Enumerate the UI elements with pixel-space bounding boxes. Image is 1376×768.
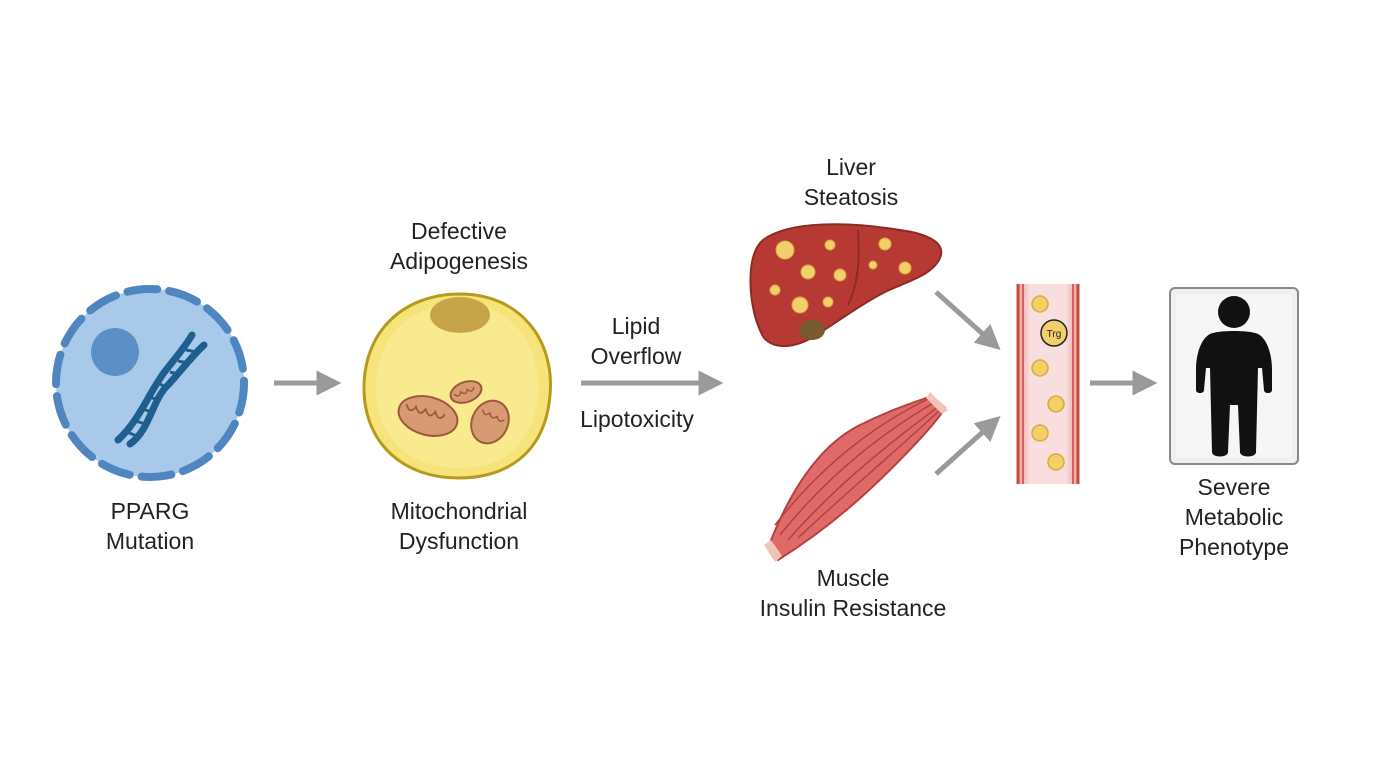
muscle-icon	[764, 392, 948, 562]
blood-vessel-icon: Trg	[1016, 284, 1080, 484]
triglyceride-badge	[1040, 319, 1068, 347]
muscle-insulin-resistance-label: Muscle Insulin Resistance	[759, 565, 947, 621]
severe-metabolic-phenotype-label: Severe Metabolic Phenotype	[1179, 474, 1289, 560]
arrow-liver-to-vessel	[934, 290, 1001, 351]
cell-nucleus-dna-icon	[52, 285, 248, 481]
arrow-muscle-to-vessel	[934, 415, 1001, 476]
lipotoxicity-label: Lipotoxicity	[580, 406, 694, 432]
mitochondria-icon	[397, 380, 510, 445]
mitochondrial-dysfunction-label: Mitochondrial Dysfunction	[390, 498, 528, 554]
pparg-mutation-label: PPARG Mutation	[105, 498, 195, 554]
person-icon	[1169, 287, 1299, 465]
adipocyte-icon	[362, 292, 552, 480]
liver-steatosis-label: Liver Steatosis	[803, 154, 899, 210]
lipid-overflow-label: Lipid Overflow	[590, 313, 682, 369]
liver-icon	[749, 223, 943, 347]
triglyceride-label: Trg	[1047, 329, 1062, 340]
defective-adipogenesis-label: Defective Adipogenesis	[389, 218, 529, 274]
